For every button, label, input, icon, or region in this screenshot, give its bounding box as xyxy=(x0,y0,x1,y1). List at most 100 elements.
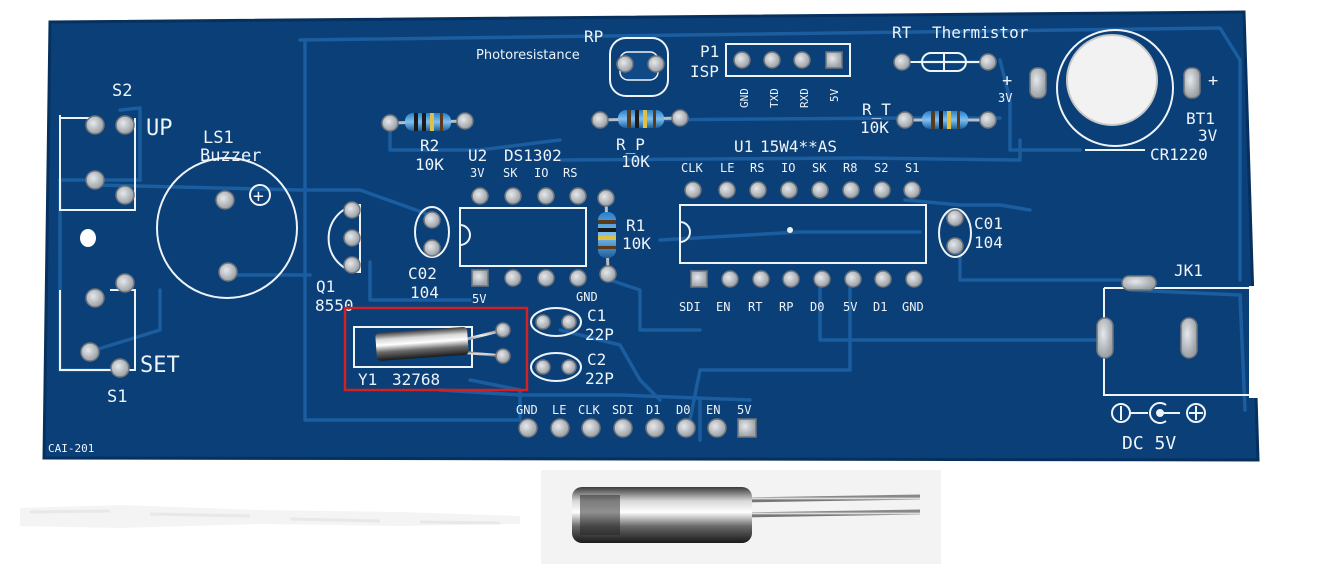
isp-pin-label: RXD xyxy=(798,88,811,108)
power-label: DC 5V xyxy=(1122,433,1176,454)
header-pin-label: D1 xyxy=(646,403,660,417)
resistor-r2-value: 10K xyxy=(415,155,444,174)
header-pin-label: EN xyxy=(706,403,720,417)
board-id-label: CAI-201 xyxy=(48,442,94,455)
resistor-rt-ref: R_T xyxy=(862,100,891,119)
capacitor-c01-value: 104 xyxy=(974,233,1003,252)
rtc-name: DS1302 xyxy=(504,146,562,165)
mcu-pin-label: S2 xyxy=(874,161,888,175)
crystal-oscillator-photo xyxy=(20,470,941,564)
capacitor-c02-value: 104 xyxy=(410,283,439,302)
photoresistor-name: Photoresistance xyxy=(476,48,580,63)
rtc-ref: U2 xyxy=(468,146,487,165)
switch-up-label: UP xyxy=(146,116,173,141)
transistor-q1-ref: Q1 xyxy=(316,277,335,296)
mcu-pin-label: RP xyxy=(779,300,793,314)
rtc-pin-label: 3V xyxy=(470,166,484,180)
capacitor-c2 xyxy=(530,352,582,382)
switch-s2-label: S2 xyxy=(112,81,132,101)
buzzer-outline xyxy=(156,157,298,299)
photoresistor-rp xyxy=(609,37,669,97)
mcu-name: 15W4**AS xyxy=(760,137,837,156)
mcu-pin-label: R8 xyxy=(843,161,857,175)
resistor-r1-ref: R1 xyxy=(626,216,645,235)
isp-header-outline xyxy=(725,43,851,77)
capacitor-c2-ref: C2 xyxy=(587,350,606,369)
resistor-rt-value: 10K xyxy=(860,118,889,137)
mcu-pin-label: LE xyxy=(720,161,734,175)
isp-pin-label: TXD xyxy=(768,88,781,108)
header-pin-label: D0 xyxy=(676,403,690,417)
isp-header-pads xyxy=(733,51,843,69)
battery-voltage-left: 3V xyxy=(998,91,1012,105)
header-pads xyxy=(518,418,757,438)
battery-plus-left: + xyxy=(1002,71,1012,91)
isp-pin-label: 5V xyxy=(828,88,841,102)
mcu-pin-label: IO xyxy=(781,161,795,175)
rtc-pin-label: RS xyxy=(563,166,577,180)
header-pin-label: GND xyxy=(516,403,538,417)
crystal-highlight-box xyxy=(343,306,529,392)
rtc-pin-label: IO xyxy=(534,166,548,180)
mcu-top-pin-labels: CLK LE RS IO SK R8 S2 S1 xyxy=(681,161,919,175)
resistor-rt xyxy=(896,111,997,129)
mcu-pin-label: D1 xyxy=(873,300,887,314)
isp-ref: P1 xyxy=(700,42,719,61)
resistor-rp xyxy=(591,109,689,129)
mcu-pin-label: EN xyxy=(716,300,730,314)
rtc-top-pin-labels: 3V SK IO RS xyxy=(470,166,577,180)
capacitor-c2-value: 22P xyxy=(585,369,614,388)
buzzer-ref-label: LS1 xyxy=(203,128,234,148)
crystal-outline xyxy=(353,326,473,368)
mcu-pin-label: S1 xyxy=(905,161,919,175)
battery-holder xyxy=(1029,29,1201,151)
buzzer-plus-label: + xyxy=(253,186,264,207)
capacitor-c01-ref: C01 xyxy=(974,214,1003,233)
isp-name: ISP xyxy=(690,62,719,81)
mcu-pin-label: CLK xyxy=(681,161,703,175)
mcu-pin-label: D0 xyxy=(810,300,824,314)
crystal-freq: 32768 xyxy=(392,370,440,389)
mcu-pin-label: SK xyxy=(812,161,827,175)
battery-ref: BT1 xyxy=(1186,109,1215,128)
buzzer-plus-icon xyxy=(249,184,271,206)
mcu-chip-outline xyxy=(679,204,927,264)
resistor-r1-value: 10K xyxy=(622,234,651,253)
mcu-ref: U1 xyxy=(734,137,753,156)
capacitor-c02-ref: C02 xyxy=(408,264,437,283)
header-pin-label: SDI xyxy=(612,403,634,417)
resistor-r1 xyxy=(597,189,617,283)
thermistor-rt xyxy=(893,52,997,72)
capacitor-c01-outline xyxy=(938,208,972,258)
mcu-pin-label: 5V xyxy=(843,300,857,314)
mcu-pin-label: GND xyxy=(902,300,924,314)
header-pin-label: CLK xyxy=(578,403,600,417)
mcu-pin-label: SDI xyxy=(679,300,701,314)
resistor-rp-ref: R_P xyxy=(616,135,645,154)
rtc-chip-outline xyxy=(459,207,587,267)
photoresistor-ref: RP xyxy=(584,27,603,46)
dc-polarity-icon xyxy=(1111,402,1206,424)
battery-plus-right: + xyxy=(1208,71,1218,91)
capacitor-c1-ref: C1 xyxy=(587,306,606,325)
header-pin-labels: GND LE CLK SDI D1 D0 EN 5V xyxy=(516,403,751,417)
mcu-bottom-pin-labels: SDI EN RT RP D0 5V D1 GND xyxy=(679,300,924,314)
copper-traces xyxy=(58,26,1247,442)
battery-type: CR1220 xyxy=(1150,145,1208,164)
switch-set-label: SET xyxy=(140,353,180,378)
header-pin-label: 5V xyxy=(737,403,751,417)
switch-s2 xyxy=(59,115,136,211)
resistor-rp-value: 10K xyxy=(621,152,650,171)
rtc-pin-label: SK xyxy=(503,166,518,180)
switch-s1-label: S1 xyxy=(107,387,127,407)
power-jack xyxy=(1096,275,1263,398)
isp-pin-label: GND xyxy=(738,88,751,108)
rtc-pin-label: 5V xyxy=(472,292,486,306)
thermistor-ref: RT xyxy=(892,23,912,42)
crystal-y1 xyxy=(375,322,511,364)
capacitor-c1-value: 22P xyxy=(585,325,614,344)
transistor-q1-part: 8550 xyxy=(315,296,354,315)
resistor-r2-ref: R2 xyxy=(420,136,439,155)
resistor-r2 xyxy=(381,112,474,132)
